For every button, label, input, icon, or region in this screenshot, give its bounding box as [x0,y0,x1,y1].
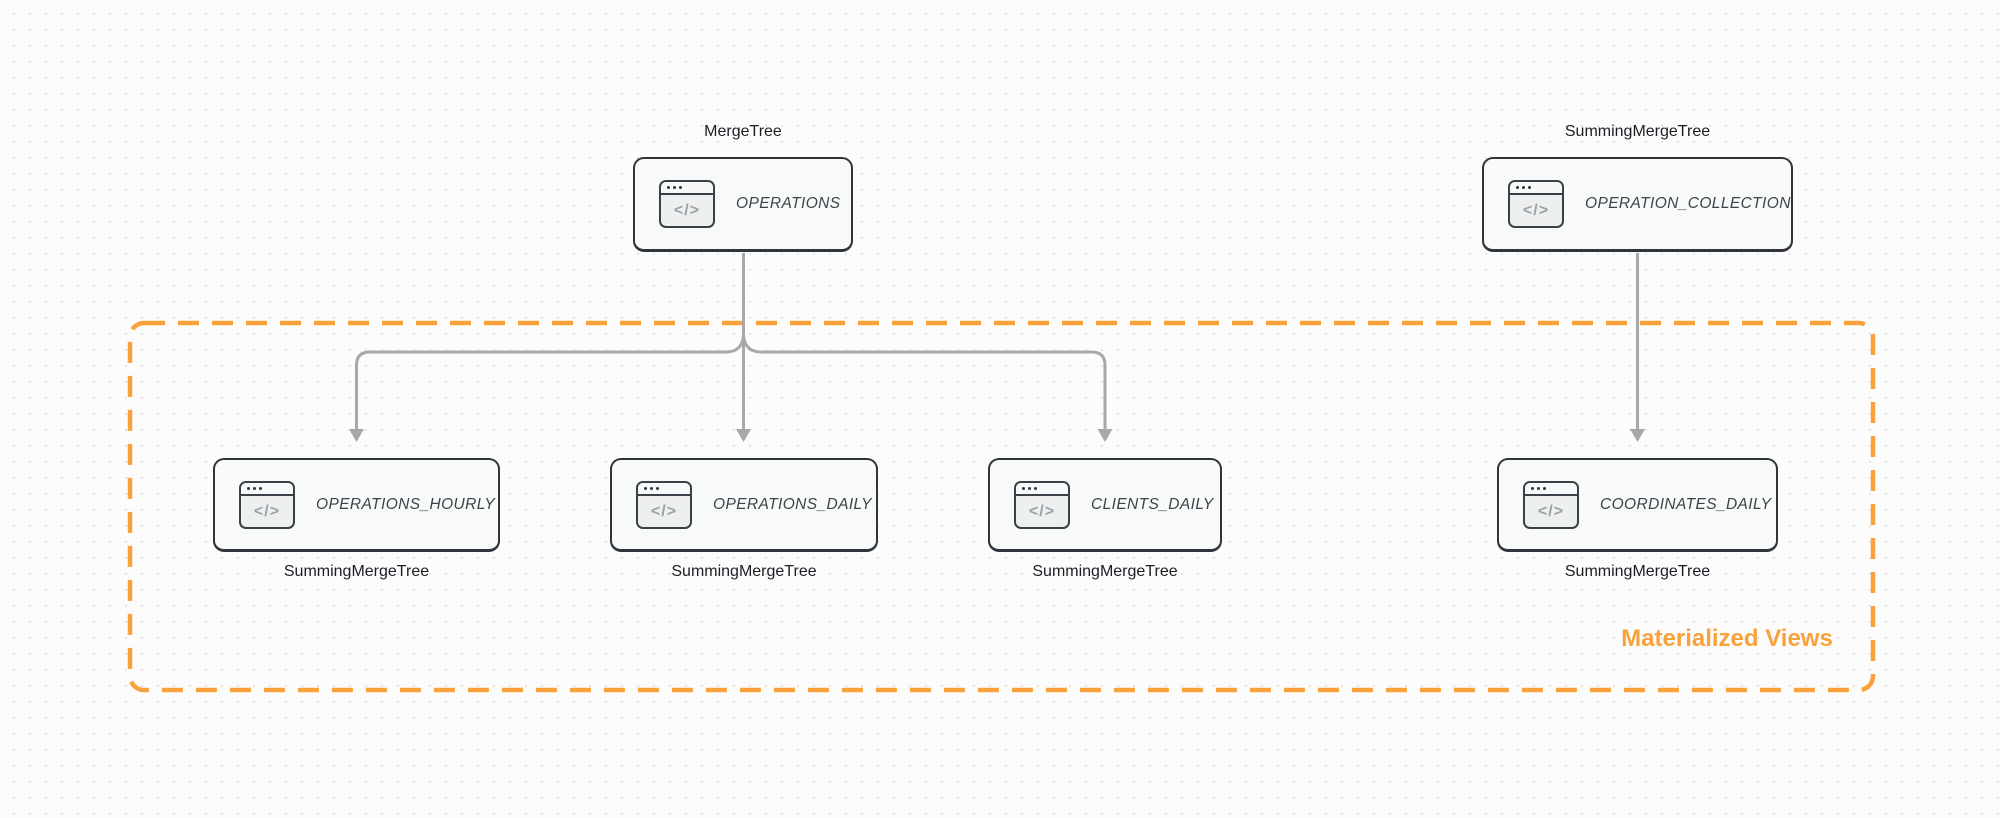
code-window-icon: </> [636,480,692,529]
engine-label-operations: MergeTree [704,123,782,140]
window-dots-icon [1525,482,1577,496]
engine-label-operations-daily: SummingMergeTree [671,563,817,580]
code-glyph: </> [253,502,281,520]
node-coordinates-daily[interactable]: </> COORDINATES_DAILY [1497,458,1778,552]
materialized-views-boundary [127,320,1876,693]
edge-operations-to-clients-daily [742,253,1113,442]
node-title: OPERATIONS_DAILY [713,495,872,513]
node-title: OPERATION_COLLECTION [1585,195,1791,212]
code-window-icon: </> [239,480,295,529]
node-operations-hourly[interactable]: </> OPERATIONS_HOURLY [213,458,500,552]
edge-operations-to-operations-hourly [349,253,745,442]
node-clients-daily[interactable]: </> CLIENTS_DAILY [988,458,1222,552]
window-dots-icon [241,482,293,496]
code-glyph: </> [1522,202,1550,219]
engine-label-operations-hourly: SummingMergeTree [283,563,430,580]
node-operation-collection[interactable]: </> OPERATION_COLLECTION [1482,157,1793,252]
materialized-views-label: Materialized Views [1621,625,1833,652]
code-glyph: </> [650,502,678,520]
window-dots-icon [1510,182,1562,195]
engine-label-clients-daily: SummingMergeTree [1032,563,1178,580]
engine-label-coordinates-daily: SummingMergeTree [1564,563,1711,580]
code-glyph: </> [1028,502,1056,520]
window-dots-icon [638,482,690,496]
code-window-icon: </> [1508,180,1564,228]
node-title: COORDINATES_DAILY [1600,495,1772,513]
node-title: CLIENTS_DAILY [1091,495,1214,513]
node-title: OPERATIONS [736,195,841,212]
code-window-icon: </> [659,180,715,228]
code-glyph: </> [673,202,701,219]
node-operations[interactable]: </> OPERATIONS [633,157,853,252]
window-dots-icon [1016,482,1068,496]
node-operations-daily[interactable]: </> OPERATIONS_DAILY [610,458,878,552]
code-window-icon: </> [1523,480,1579,529]
window-dots-icon [661,182,713,195]
code-glyph: </> [1537,502,1565,520]
code-window-icon: </> [1014,480,1070,529]
engine-label-operation-collection: SummingMergeTree [1564,123,1711,140]
node-title: OPERATIONS_HOURLY [316,495,496,513]
